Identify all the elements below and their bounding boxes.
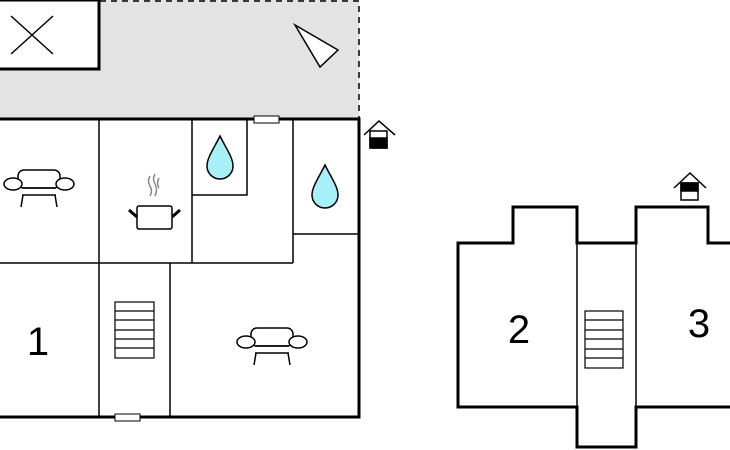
terrace-cross-icon	[0, 0, 101, 71]
terrace-dashed-border	[100, 0, 360, 118]
compass-north-icon	[292, 22, 340, 69]
sofa-icon	[236, 327, 308, 366]
cooking-pot-icon	[128, 173, 181, 230]
water-drop-icon	[206, 134, 234, 180]
stairs-icon	[114, 301, 155, 359]
upper-floor	[456, 205, 730, 449]
entrance-house-icon	[673, 171, 707, 201]
sofa-icon	[3, 169, 75, 208]
door-bottom	[114, 413, 141, 422]
room-label-3: 3	[688, 302, 710, 346]
water-drop-icon	[311, 163, 339, 209]
room-label-2: 2	[508, 308, 530, 352]
ground-floor	[0, 117, 361, 419]
door-top	[253, 115, 280, 124]
room-label-1: 1	[27, 320, 49, 364]
stairs-icon	[584, 310, 624, 369]
entrance-house-icon	[363, 119, 396, 149]
